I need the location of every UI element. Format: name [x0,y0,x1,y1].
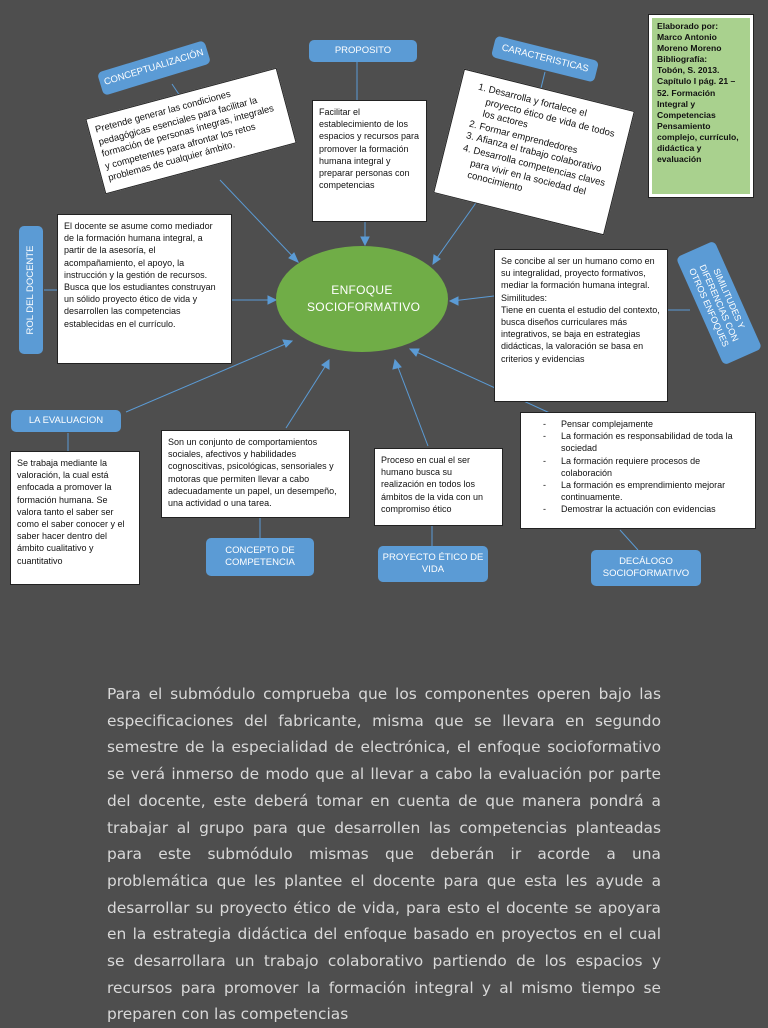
similitudes-text: Se concibe al ser un humano como en su i… [501,256,655,291]
credit-line: complejo, currículo, [657,131,739,142]
connector-line [395,361,429,447]
arrowhead [282,339,294,348]
connector-line [433,199,479,263]
decalogo-tag: DECÁLOGO SOCIOFORMATIVO [591,550,701,586]
proyecto-etico-text: Proceso en cual el ser humano busca su r… [381,455,484,514]
similitudes-text: Tiene en cuenta el estudio del contexto,… [501,304,660,364]
arrowhead [392,358,402,370]
arrowhead [432,254,441,266]
competencia-box: Son un conjunto de comportamientos socia… [161,430,350,518]
competencia-tag: CONCEPTO DE COMPETENCIA [206,538,314,576]
credit-line: Elaborado por: [657,21,719,31]
proyecto-etico-tag: PROYECTO ÉTICO DE VIDA [378,546,488,582]
credit-line: Bibliografía: [657,54,708,65]
proyecto-etico-box: Proceso en cual el ser humano busca su r… [374,448,503,526]
arrowhead [267,295,278,305]
similitudes-subheading: Similitudes: [501,292,548,303]
connector-line [619,529,639,551]
evaluacion-tag: LA EVALUACION [11,410,121,432]
credit-line: Capítulo I pág. 21 – [657,76,736,87]
credit-line: Pensamiento [657,120,711,131]
proposito-text: Facilitar el establecimiento de los espa… [319,107,420,191]
list-item: Demostrar la actuación con evidencias [543,503,749,515]
list-item: Pensar complejamente [543,418,749,430]
credit-line: didáctica y [657,143,702,154]
connector-line [451,295,495,302]
arrowhead [448,296,459,306]
credit-line: Integral y [657,98,696,109]
decalogo-box: Pensar complejamente La formación es res… [520,412,756,529]
credit-line: evaluación [657,154,702,165]
decalogo-list: Pensar complejamente La formación es res… [527,418,749,516]
arrowhead [408,348,420,357]
credit-box: Elaborado por: Marco Antonio Moreno More… [648,14,754,198]
proposito-box: Facilitar el establecimiento de los espa… [312,100,427,222]
credit-line: Marco Antonio [657,32,717,43]
connector-line [411,349,553,415]
proposito-tag: PROPOSITO [309,40,417,62]
body-text: Para el submódulo comprueba que los comp… [107,685,661,1024]
rol-docente-tag: ROL DEL DOCENTE [19,226,43,354]
connector-line [125,341,291,413]
arrowhead [360,236,370,247]
rol-docente-text: El docente se asume como mediador de la … [64,221,216,329]
center-node: ENFOQUE SOCIOFORMATIVO [276,246,448,352]
list-item: La formación es emprendimiento mejorar c… [543,479,749,503]
center-label: ENFOQUE SOCIOFORMATIVO [307,283,421,314]
evaluacion-text: Se trabaja mediante la valoración, la cu… [17,458,125,566]
similitudes-box: Se concibe al ser un humano como en su i… [494,249,668,402]
connector-line [219,179,299,263]
connector-lines [44,62,690,551]
credit-line: Tobón, S. 2013. [657,65,720,76]
evaluacion-box: Se trabaja mediante la valoración, la cu… [10,451,140,585]
list-item: La formación requiere procesos de colabo… [543,455,749,479]
rol-docente-box: El docente se asume como mediador de la … [57,214,232,364]
credit-line: Competencias [657,109,716,120]
connector-line [285,361,329,429]
arrowhead [321,359,330,370]
arrowhead [288,252,299,263]
body-paragraph: Para el submódulo comprueba que los comp… [107,681,661,1028]
list-item: La formación es responsabilidad de toda … [543,430,749,454]
credit-text: Elaborado por: Marco Antonio Moreno More… [652,18,750,194]
credit-line: 52. Formación [657,87,716,98]
competencia-text: Son un conjunto de comportamientos socia… [168,437,337,509]
credit-line: Moreno Moreno [657,43,722,54]
